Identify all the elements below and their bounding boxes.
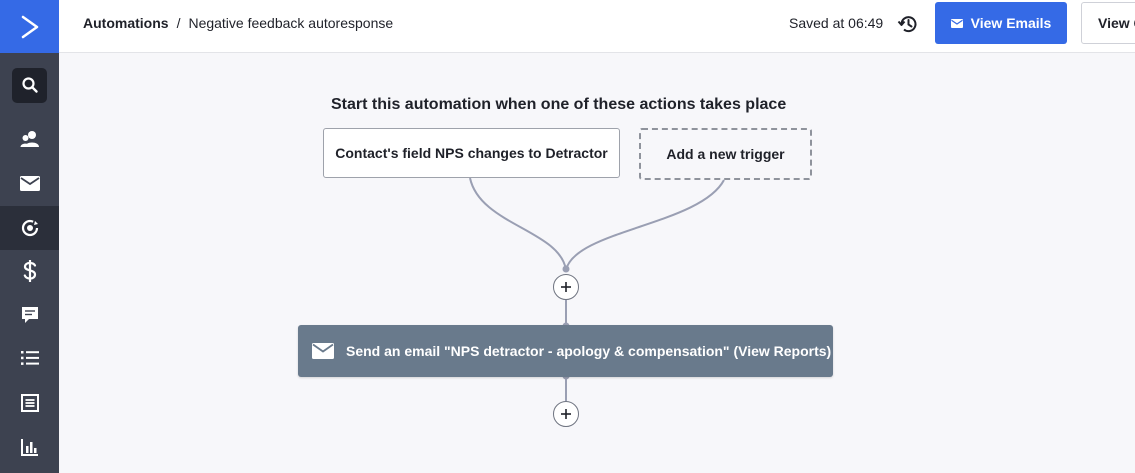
sidebar — [0, 0, 59, 473]
add-step-button-bottom[interactable] — [553, 401, 579, 427]
plus-icon — [561, 282, 571, 292]
send-email-action[interactable]: Send an email "NPS detractor - apology &… — [298, 325, 833, 377]
sidebar-item-contacts[interactable] — [0, 117, 59, 161]
sidebar-item-search[interactable] — [0, 63, 59, 107]
breadcrumb-automations-link[interactable]: Automations — [83, 15, 169, 31]
saved-status: Saved at 06:49 — [789, 15, 884, 31]
sidebar-item-reports[interactable] — [0, 425, 59, 469]
trigger-label: Contact's field NPS changes to Detractor — [335, 145, 608, 161]
search-icon — [21, 77, 38, 93]
contacts-icon — [20, 131, 39, 147]
sidebar-item-campaigns[interactable] — [0, 161, 59, 205]
view-emails-label: View Emails — [970, 15, 1052, 31]
sidebar-item-conversations[interactable] — [0, 293, 59, 337]
app-logo[interactable] — [0, 0, 59, 53]
add-trigger-button[interactable]: Add a new trigger — [639, 128, 812, 180]
sidebar-item-automations[interactable] — [0, 206, 59, 250]
send-email-action-label: Send an email "NPS detractor - apology &… — [346, 343, 832, 359]
reports-icon — [20, 439, 38, 456]
add-step-button[interactable] — [553, 274, 579, 300]
view-secondary-label: View C — [1098, 15, 1135, 31]
top-header: Automations / Negative feedback autoresp… — [59, 0, 1135, 53]
trigger-heading: Start this automation when one of these … — [331, 96, 787, 113]
forms-icon — [20, 394, 39, 412]
breadcrumb-separator: / — [176, 15, 181, 31]
plus-icon — [561, 409, 571, 419]
automations-icon — [21, 219, 38, 237]
view-secondary-button[interactable]: View C — [1081, 2, 1135, 44]
sidebar-item-forms[interactable] — [0, 381, 59, 425]
envelope-icon — [950, 18, 963, 28]
trigger-card[interactable]: Contact's field NPS changes to Detractor — [323, 128, 620, 178]
sidebar-item-lists[interactable] — [0, 336, 59, 380]
breadcrumb: Automations / Negative feedback autoresp… — [83, 0, 393, 46]
list-icon — [20, 351, 39, 365]
dollar-icon — [23, 260, 36, 282]
revision-history-button[interactable] — [895, 11, 921, 37]
sidebar-item-deals[interactable] — [0, 249, 59, 293]
envelope-icon — [19, 175, 40, 191]
add-trigger-label: Add a new trigger — [666, 146, 785, 162]
logo-chevron-icon — [21, 15, 38, 38]
envelope-icon — [312, 343, 334, 359]
conversations-icon — [21, 307, 38, 323]
view-emails-button[interactable]: View Emails — [935, 2, 1067, 44]
automation-name[interactable]: Negative feedback autoresponse — [188, 15, 394, 31]
history-icon — [897, 16, 917, 33]
